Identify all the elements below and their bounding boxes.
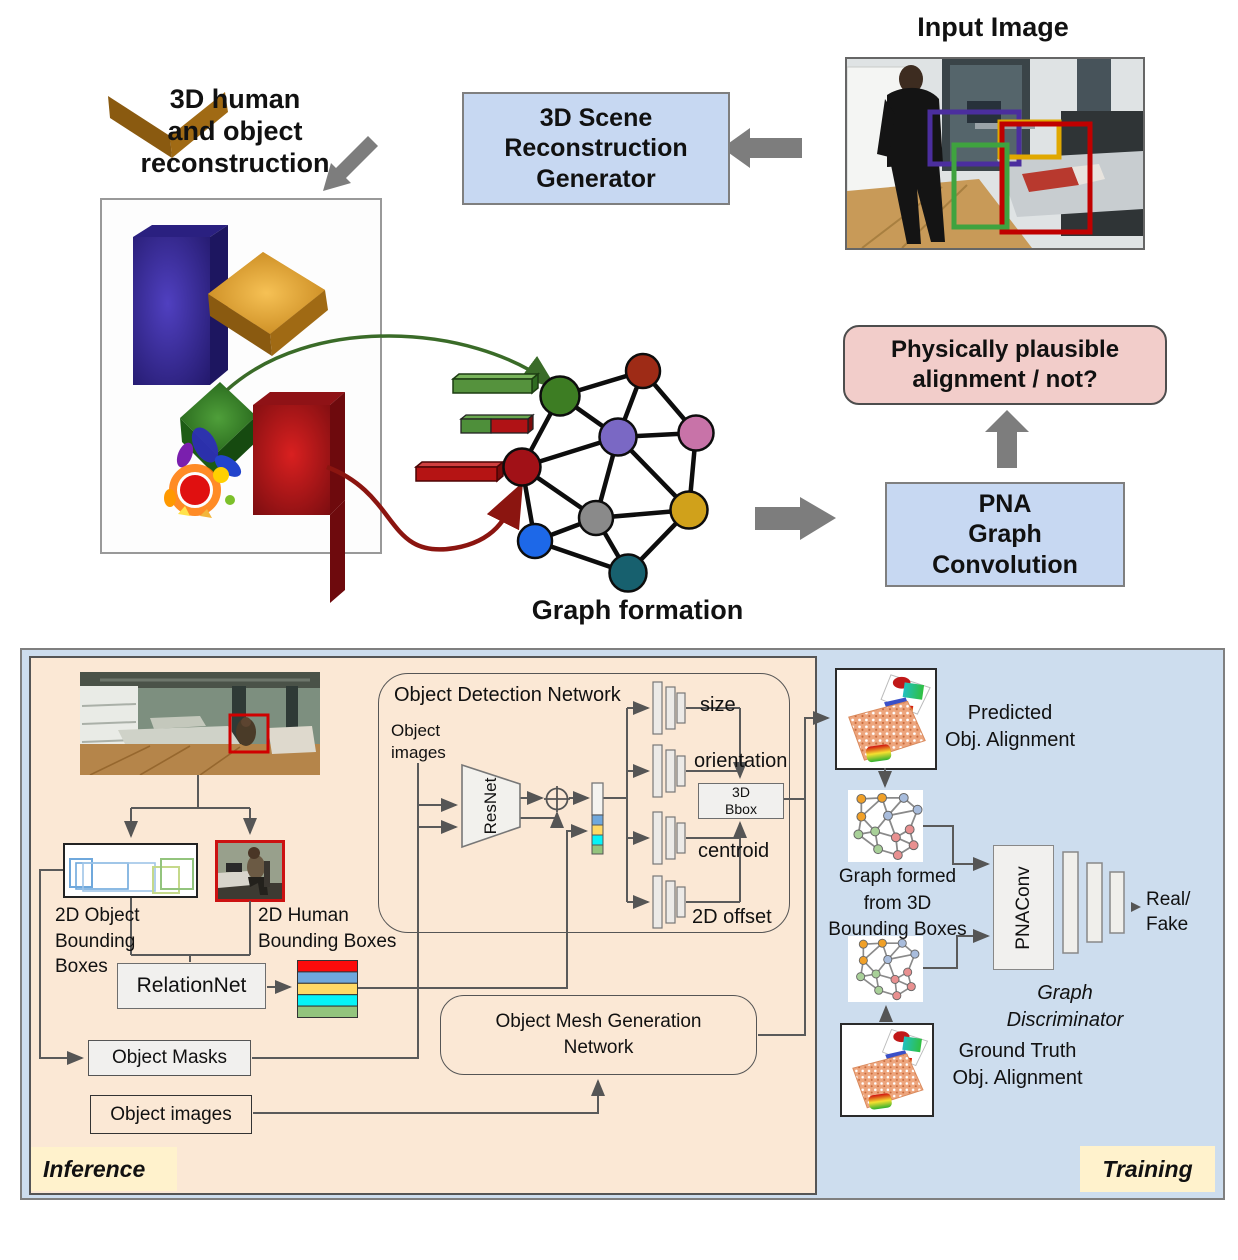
scene-bbox-red	[228, 713, 270, 754]
graph-node-purple	[598, 417, 638, 457]
object-images-box-label: Object images	[110, 1103, 232, 1125]
arrow-pna-to-plausible	[985, 410, 1029, 468]
resnet-label: ResNet	[481, 777, 500, 835]
graph-node-green	[539, 375, 581, 417]
graph-formation-label: Graph formation	[531, 595, 744, 625]
mesh-network-box: Object Mesh Generation Network	[440, 995, 757, 1075]
scene-image-art	[80, 672, 320, 775]
object-masks-box: Object Masks	[88, 1040, 251, 1076]
bbox-purple	[927, 109, 1022, 167]
reconstruction-title: 3D human and object reconstruction	[140, 84, 330, 178]
inference-badge: Inference	[31, 1147, 177, 1191]
predicted-label: Predicted Obj. Alignment	[944, 702, 1076, 751]
relationnet-label: RelationNet	[136, 974, 247, 997]
graph-node-teal	[608, 553, 648, 593]
object-images-box: Object images	[90, 1095, 252, 1134]
reconstruction-panel	[100, 198, 382, 554]
object-images-input-label: Object images	[391, 721, 446, 763]
graph-node-gold	[669, 490, 709, 530]
input-image-title: Input Image	[917, 12, 1069, 42]
graph-from-groundtruth-art	[856, 938, 920, 1001]
scene-generator-box: 3D Scene Reconstruction Generator	[462, 92, 730, 205]
head-offset-label: 2D offset	[692, 906, 772, 928]
head-centroid-label: centroid	[698, 840, 770, 862]
green-bar	[450, 372, 541, 395]
arrow-graph-to-pna	[755, 497, 836, 540]
human-bboxes-label: 2D Human Bounding Boxes	[258, 905, 397, 952]
head-orientation-label: orientation	[694, 750, 788, 772]
red-bar	[413, 460, 506, 483]
pnaconv-label: PNAConv	[1012, 865, 1034, 950]
green-red-bar	[459, 413, 535, 435]
human-bbox-art	[218, 843, 282, 899]
graph-node-gray	[577, 499, 615, 537]
bbox3d-box: 3D Bbox	[698, 783, 784, 819]
predicted-alignment-art	[848, 674, 931, 763]
inference-badge-label: Inference	[43, 1155, 146, 1182]
training-badge: Training	[1080, 1146, 1215, 1192]
pna-box: PNA Graph Convolution	[885, 482, 1125, 587]
mesh-network-label: Object Mesh Generation Network	[495, 1011, 702, 1058]
graph-from-groundtruth	[848, 936, 923, 1002]
graph-formed-label: Graph formed from 3D Bounding Boxes	[828, 866, 967, 941]
graph-formation	[519, 368, 699, 576]
pnaconv-box: PNAConv	[993, 845, 1054, 970]
input-image-art	[847, 59, 1143, 248]
object-bboxes-box	[63, 843, 198, 898]
input-image	[845, 57, 1145, 250]
groundtruth-label: Ground Truth Obj. Alignment	[952, 1040, 1083, 1089]
bbox3d-label: 3D Bbox	[725, 784, 757, 817]
odn-title: Object Detection Network	[394, 684, 621, 706]
graph-node-pink	[677, 414, 715, 452]
person-silhouette	[877, 65, 945, 244]
graph-node-brown	[624, 352, 662, 390]
plausible-box: Physically plausible alignment / not?	[843, 325, 1167, 405]
graph-node-blue	[516, 522, 554, 560]
object-masks-label: Object Masks	[111, 1047, 228, 1068]
groundtruth-alignment-art	[852, 1028, 929, 1110]
graph-from-predicted	[848, 790, 923, 862]
relationnet-box: RelationNet	[117, 963, 266, 1009]
relation-feature-stack	[297, 960, 358, 1018]
predicted-alignment-image	[835, 668, 937, 770]
arrow-input-to-generator	[722, 128, 802, 168]
bbox-red	[999, 121, 1093, 235]
real-fake-label: Real/ Fake	[1146, 889, 1191, 935]
relation-feature-stack-art	[297, 960, 358, 1018]
discriminator-label: Graph Discriminator	[1006, 982, 1124, 1031]
resnet-label-wrap: ResNet	[462, 765, 520, 847]
graph-from-predicted-art	[853, 792, 923, 861]
training-badge-label: Training	[1102, 1155, 1193, 1182]
bbox-green	[951, 142, 1010, 230]
head-size-label: size	[700, 694, 736, 716]
object-bboxes-art	[69, 858, 194, 894]
scene-image	[80, 672, 320, 775]
human-bbox-image	[215, 840, 285, 902]
groundtruth-alignment-image	[840, 1023, 934, 1117]
graph-node-red	[502, 447, 542, 487]
